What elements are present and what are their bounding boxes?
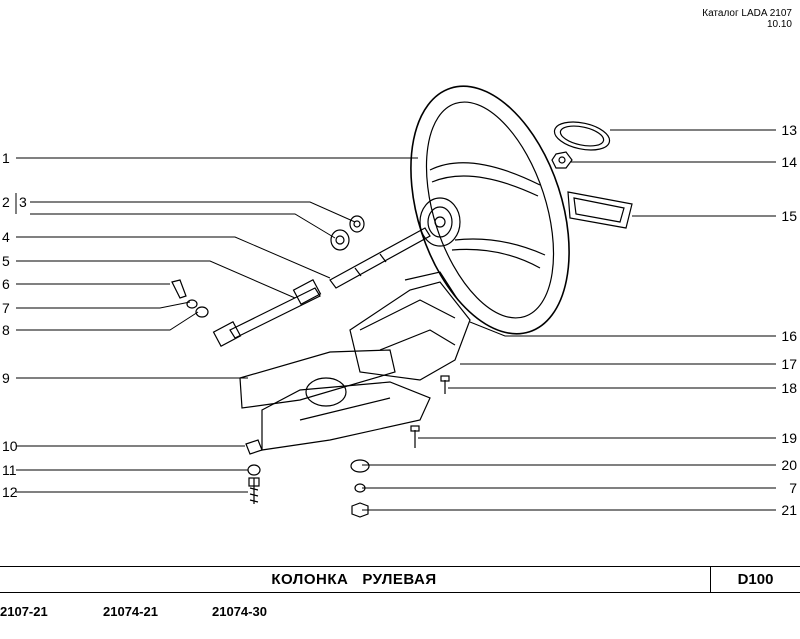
catalog-name: Каталог LADA 2107 [702, 8, 792, 19]
leader-lines [15, 129, 776, 511]
callout-18: 18 [781, 380, 797, 396]
callout-12: 12 [2, 484, 18, 500]
model-list: 2107-21 21074-21 21074-30 [0, 604, 800, 624]
steering-column-diagram [15, 85, 776, 518]
callout-11: 11 [2, 462, 17, 478]
nut-14 [551, 151, 573, 169]
fasteners-10-12 [245, 439, 263, 504]
model-item: 21074-30 [212, 604, 267, 619]
fasteners-20-21 [350, 459, 370, 518]
callout-6: 6 [2, 276, 10, 292]
callout-15: 15 [781, 208, 797, 224]
title-divider [710, 567, 711, 592]
bushings [330, 215, 365, 251]
callout-3: 3 [19, 194, 27, 210]
badge-15 [567, 191, 633, 229]
callout-19: 19 [781, 430, 797, 446]
callout-4: 4 [2, 229, 10, 245]
intermediate-shaft [212, 278, 322, 348]
model-item: 2107-21 [0, 604, 48, 619]
screws-18-19 [410, 375, 450, 448]
callout-9: 9 [2, 370, 10, 386]
callout-7: 7 [2, 300, 10, 316]
fasteners-6-8 [171, 279, 209, 318]
callout-21: 21 [781, 502, 797, 518]
model-item: 21074-21 [103, 604, 158, 619]
page-title: КОЛОНКА РУЛЕВАЯ [271, 571, 437, 588]
callout-14: 14 [781, 154, 797, 170]
callout-16: 16 [781, 328, 797, 344]
callout-8: 8 [2, 322, 10, 338]
catalog-header: Каталог LADA 2107 10.10 [702, 8, 792, 30]
callout-7b: 7 [789, 480, 797, 496]
section-code: D100 [737, 571, 774, 588]
steering-wheel [410, 85, 570, 335]
column-shroud [349, 271, 471, 381]
steering-shaft [329, 227, 431, 289]
title-bar: КОЛОНКА РУЛЕВАЯ D100 [0, 566, 800, 593]
callout-2: 2 [2, 194, 10, 210]
callout-20: 20 [781, 457, 797, 473]
callout-13: 13 [781, 122, 797, 138]
catalog-date: 10.10 [766, 19, 792, 30]
horn-cover [553, 121, 611, 151]
callout-10: 10 [2, 438, 18, 454]
callout-17: 17 [781, 356, 797, 372]
mounting-bracket [239, 349, 431, 451]
callout-5: 5 [2, 253, 10, 269]
callout-1: 1 [2, 150, 10, 166]
